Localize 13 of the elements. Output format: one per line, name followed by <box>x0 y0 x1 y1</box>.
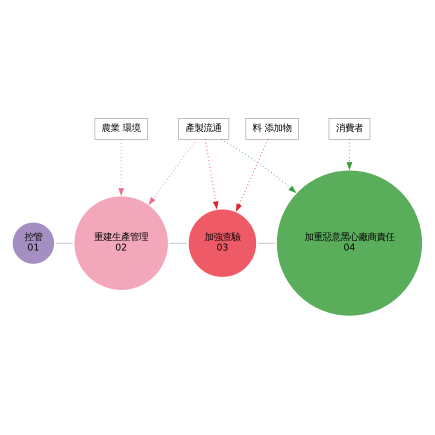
arrow <box>204 138 218 210</box>
node-box: 農業 環境 <box>94 118 148 140</box>
connector <box>258 242 276 243</box>
arrow <box>148 138 197 205</box>
arrow <box>221 138 296 193</box>
connector <box>169 242 188 243</box>
node-box: 消費者 <box>328 118 370 140</box>
node-box: 產製流通 <box>178 118 230 140</box>
arrow <box>236 138 268 212</box>
arrow <box>118 139 124 196</box>
node-box: 料 添加物 <box>246 118 299 140</box>
connector <box>56 242 73 243</box>
arrow <box>346 139 352 170</box>
